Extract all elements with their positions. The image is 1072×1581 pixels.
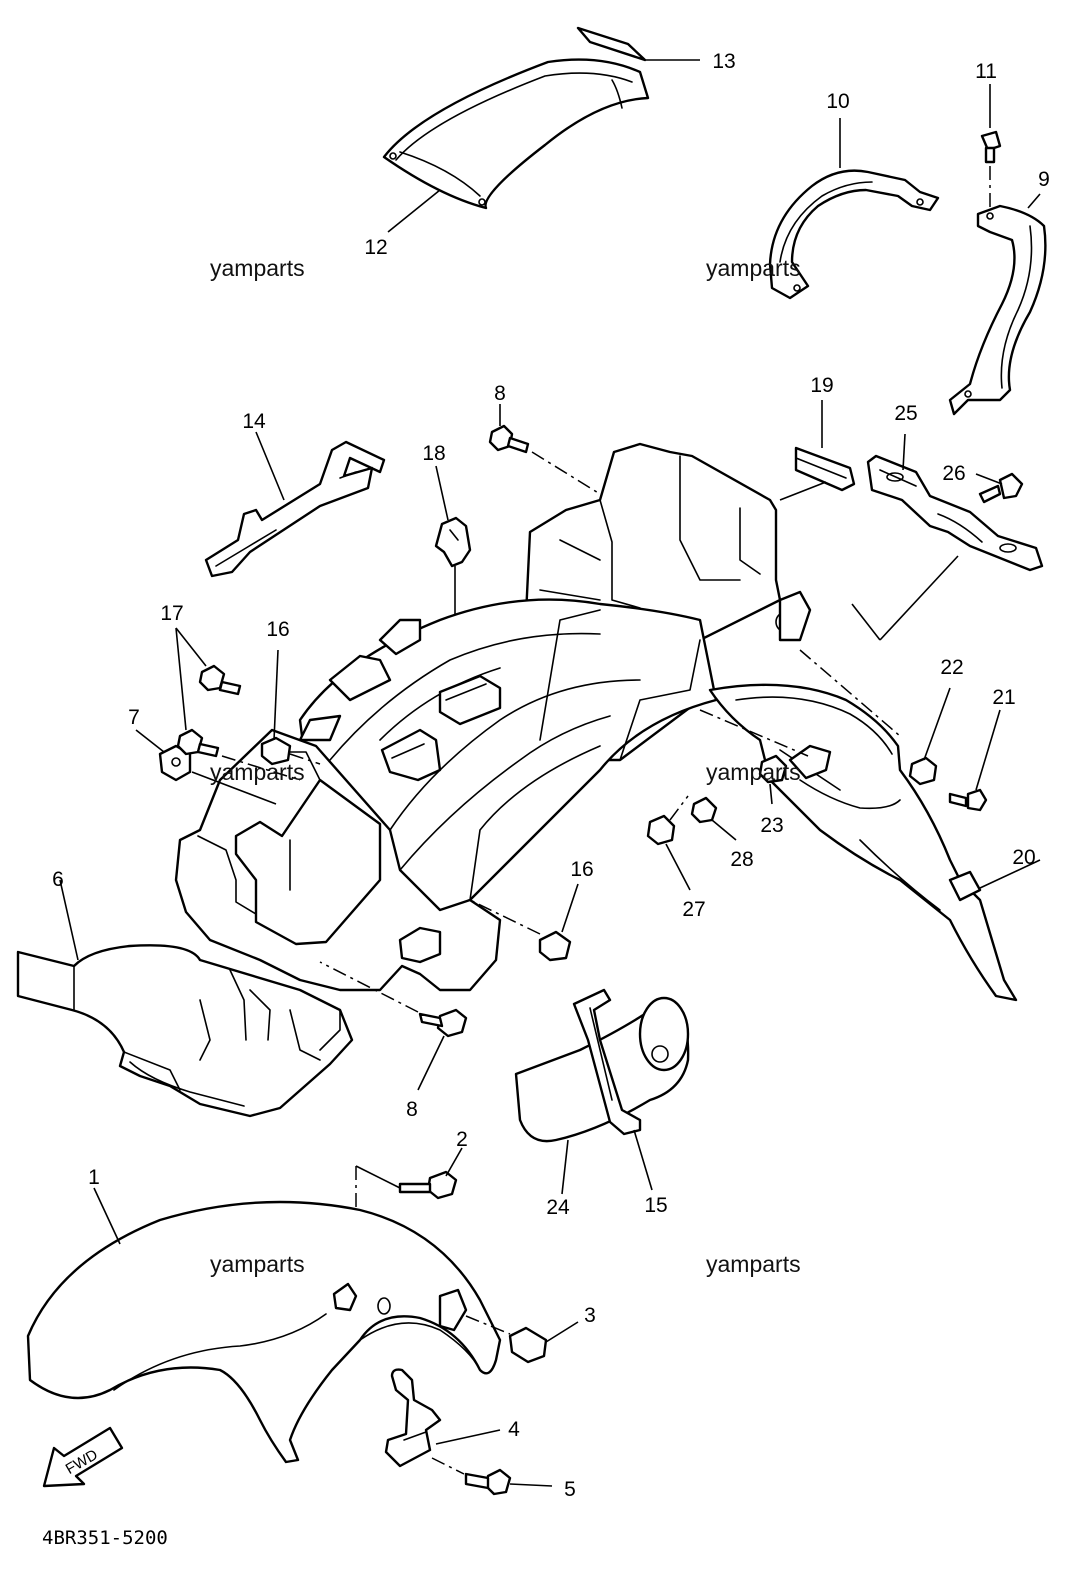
callout-9: 9 — [1038, 168, 1050, 191]
part-3-nut — [508, 1321, 579, 1364]
callout-12: 12 — [364, 236, 387, 259]
watermark: yamparts — [210, 759, 305, 785]
callout-19: 19 — [810, 374, 833, 397]
callout-8a: 8 — [494, 382, 506, 405]
callout-1: 1 — [88, 1166, 100, 1189]
part-15-strap — [572, 988, 653, 1191]
part-13-label — [576, 26, 700, 62]
callout-16a: 16 — [266, 618, 289, 641]
callout-10: 10 — [826, 90, 849, 113]
callout-4: 4 — [508, 1418, 520, 1441]
part-4-clamp — [384, 1368, 501, 1475]
callout-13: 13 — [712, 50, 735, 73]
part-5-bolt — [464, 1468, 553, 1496]
part-21-screw — [948, 709, 1001, 812]
part-12-cover — [382, 58, 650, 233]
callout-26: 26 — [942, 462, 965, 485]
watermarks: yamparts yamparts yamparts yamparts yamp… — [210, 255, 801, 1277]
part-16-clip-lower — [469, 883, 579, 962]
part-22-grommet — [908, 687, 951, 786]
watermark: yamparts — [706, 759, 801, 785]
callout-14: 14 — [242, 410, 266, 433]
part-8-bolt-lower — [319, 961, 468, 1091]
watermark: yamparts — [706, 255, 801, 281]
part-10-grab-bar — [768, 118, 940, 300]
callout-15: 15 — [644, 1194, 667, 1217]
watermark: yamparts — [210, 1251, 305, 1277]
part-20-rear-fender — [699, 649, 1041, 1002]
part-25-bracket — [851, 433, 1044, 641]
fwd-arrow-icon: FWD — [42, 1426, 124, 1488]
callout-7: 7 — [128, 706, 140, 729]
callout-25: 25 — [894, 402, 917, 425]
diagram-code: 4BR351-5200 — [42, 1527, 168, 1549]
part-17-screws — [175, 627, 301, 781]
callout-18: 18 — [422, 442, 445, 465]
callout-11: 11 — [975, 60, 997, 83]
part-14-bracket — [204, 431, 386, 578]
part-6-mudguard — [16, 879, 354, 1118]
part-19-pad — [779, 400, 856, 501]
callout-24: 24 — [546, 1196, 570, 1219]
part-27-collar — [646, 795, 691, 891]
callout-8b: 8 — [406, 1098, 418, 1121]
part-9-grab-bar — [948, 193, 1047, 416]
callout-23: 23 — [760, 814, 783, 837]
part-1-front-fender — [26, 1187, 511, 1464]
part-7-nut — [135, 729, 277, 805]
watermark: yamparts — [706, 1251, 801, 1277]
callout-5: 5 — [564, 1478, 576, 1501]
part-rear-fender-main — [174, 442, 812, 992]
part-28-screw — [690, 796, 737, 841]
callout-22: 22 — [940, 656, 963, 679]
watermark: yamparts — [210, 255, 305, 281]
part-18-clip — [434, 465, 472, 632]
callout-21: 21 — [992, 686, 1015, 709]
callout-20: 20 — [1012, 846, 1035, 869]
callout-27: 27 — [682, 898, 705, 921]
callout-16b: 16 — [570, 858, 593, 881]
part-11-bolt — [980, 84, 1002, 210]
callout-2: 2 — [456, 1128, 468, 1151]
callout-6: 6 — [52, 868, 64, 891]
part-16-clip-upper — [260, 649, 321, 766]
callout-28: 28 — [730, 848, 753, 871]
callout-labels: 1 2 3 4 5 6 7 8 8 9 10 11 12 13 14 15 16… — [52, 50, 1050, 1501]
part-26-bolt — [975, 472, 1024, 504]
callout-17: 17 — [160, 602, 183, 625]
part-23-nut — [758, 754, 788, 805]
part-8-bolt-top — [488, 404, 601, 495]
callout-3: 3 — [584, 1304, 596, 1327]
